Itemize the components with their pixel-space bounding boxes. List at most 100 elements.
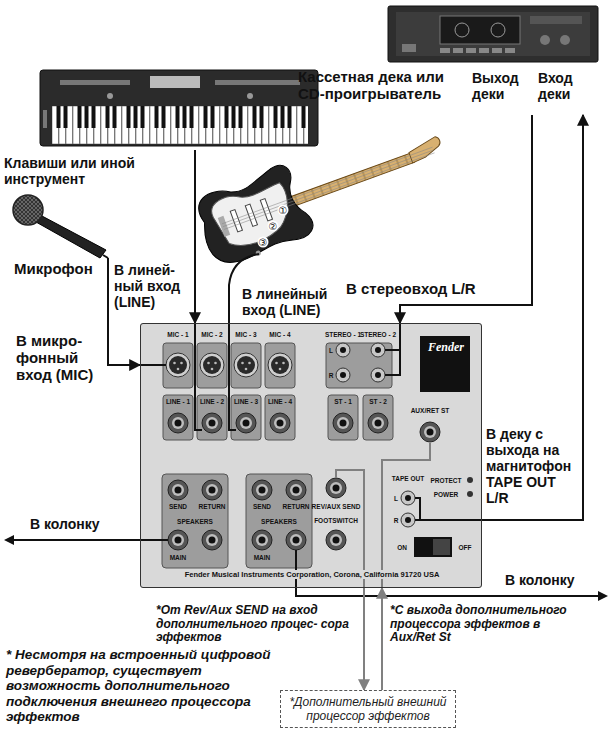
signal-cable [194,150,196,323]
keyboard [40,70,318,146]
logo-plate [420,336,470,392]
reel [455,23,469,37]
phone-jack [202,480,222,500]
signal-cable [381,588,383,690]
signal-cable [400,115,532,323]
panel-label: ST - 1 [334,398,352,405]
panel-label: R [329,372,334,379]
phone-jack [252,480,272,500]
pickup [230,210,242,232]
panel-label: STEREO - 2 [360,331,396,338]
wire [140,364,166,366]
jack-plate [231,395,261,440]
panel-label: MIC - 1 [167,331,188,338]
signal-cable [108,258,140,365]
keyboard-display [150,76,200,88]
signal-cable [363,588,365,690]
guitar-body [190,161,316,270]
panel-label: L [394,495,398,502]
device-label: Клавиши или иной инструмент [4,155,139,187]
phone-jack [236,413,256,433]
phone-jack [252,530,272,550]
wire [336,470,364,588]
maker-text: Fender Musical Instruments Corporation, … [183,570,442,579]
device-label: *Дополнительный внешний процессор эффект… [287,695,449,723]
deck-buttons [440,48,518,54]
phone-jack [202,530,222,550]
mixer-face [140,323,482,588]
keyboard-device: Клавиши или иной инструмент [40,66,318,150]
mic-head [13,195,43,225]
panel-label: STEREO - 1 [325,331,361,338]
panel-label: FOOTSWITCH [314,517,358,524]
phone-jack [202,413,222,433]
pitch-wheel [43,110,47,128]
wire-label: В микро- фонный вход (MIC) [16,332,102,383]
rca-jack [336,368,350,382]
switch-rocker [433,539,450,555]
panel-label: PROTECT [430,477,461,484]
jack-plate [265,395,295,440]
panel-label: ST - 2 [369,398,387,405]
led [467,491,473,497]
phone-jack [420,422,440,442]
panel-label: SEND [169,503,187,510]
panel-label: TAPE OUT [392,475,424,482]
wire [229,323,236,430]
maker-line: Fender Musical Instruments Corporation, … [145,570,479,579]
keyboard-buttons [60,80,130,85]
callout-number: ② [268,221,279,232]
mic-cable [103,255,108,258]
black-keys [52,106,308,128]
callout-number: ① [278,205,289,216]
panel-label: SEND [253,503,271,510]
wire-label: В деку с выхода на магнитофон TAPE OUT L… [486,426,578,506]
panel-label: MAIN [254,554,271,561]
panel-label: LINE - 4 [268,398,292,405]
panel-label: MIC - 4 [269,331,290,338]
strings [222,147,435,229]
brand-logo: Fender [421,340,471,354]
wire [385,323,400,375]
wire-label: В колонку [505,572,605,588]
phone-jack [368,413,388,433]
keyboard-body [40,70,318,146]
rca-jack [401,491,415,505]
wire-label: В линей- ный вход (LINE) [114,262,190,310]
rca-jack [371,368,385,382]
cassette-window [440,16,520,44]
jack-plate [197,395,227,440]
jack-plate [163,343,193,388]
jack-plate [231,343,261,388]
panel-ground [140,323,482,588]
xlr-jack [234,353,258,377]
phone-jack [286,530,306,550]
deck-knob [540,35,550,45]
effects-box: *Дополнительный внешний процессор эффект… [280,690,456,728]
panel-label: L [329,347,333,354]
wire-label: *С выхода дополнительного процессора эфф… [390,604,576,645]
panel-label: MIC - 2 [201,331,222,338]
electric-guitar [190,110,455,270]
deck-knob [560,35,570,45]
headstock [407,136,444,163]
footnote: * Несмотря на встроенный цифровой реверб… [6,647,278,725]
wire-label: В линейный вход (LINE) [242,286,344,318]
device-label: Кассетная дека или CD-проигрыватель [298,68,470,102]
rca-jack [371,343,385,357]
jack-plate [363,395,393,440]
panel-label: POWER [434,491,459,498]
wire [382,443,430,588]
panel-label: LINE - 3 [234,398,258,405]
wire [195,323,202,430]
jack-plate [265,343,295,388]
jack-plate [326,343,392,388]
phone-jack [168,530,188,550]
keyboard-knob [107,93,113,99]
phone-jack [333,413,353,433]
speaker-plate [162,474,228,568]
